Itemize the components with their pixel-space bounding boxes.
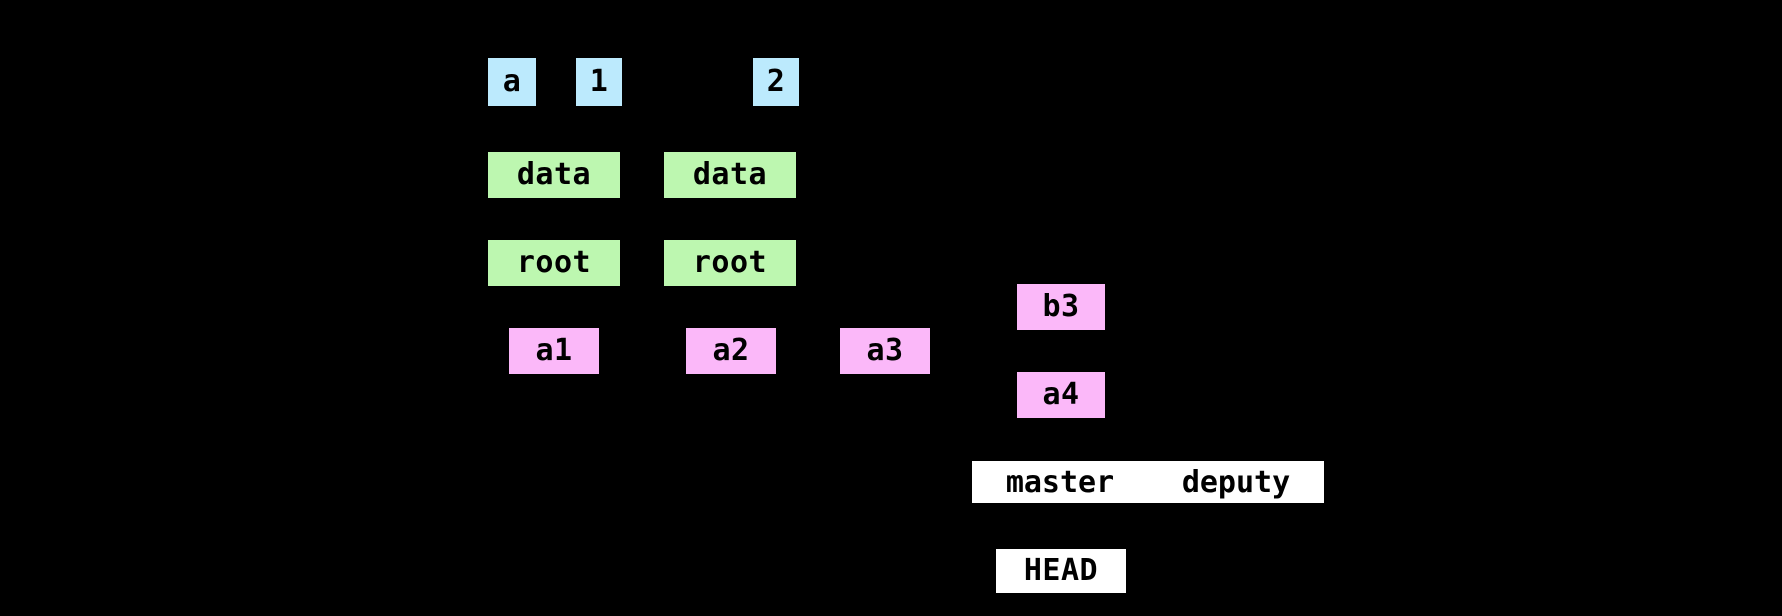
node-commit-a2[interactable]: a2 bbox=[686, 328, 776, 374]
node-commit-a1[interactable]: a1 bbox=[509, 328, 599, 374]
edge-deputy-b3 bbox=[1104, 329, 1237, 462]
edge-data2-a bbox=[534, 104, 691, 153]
head-box[interactable]: HEAD bbox=[996, 549, 1126, 593]
ref-table[interactable]: master deputy bbox=[972, 461, 1324, 503]
node-tree-root-2[interactable]: root bbox=[664, 240, 796, 286]
node-commit-a3[interactable]: a3 bbox=[840, 328, 930, 374]
node-tree-root-1[interactable]: root bbox=[488, 240, 620, 286]
node-tree-data-2[interactable]: data bbox=[664, 152, 796, 198]
edge-a3-root2 bbox=[795, 285, 886, 329]
edge-data2-2 bbox=[768, 105, 781, 153]
node-blob-a[interactable]: a bbox=[488, 58, 536, 106]
node-blob-1[interactable]: 1 bbox=[576, 58, 622, 106]
ref-deputy[interactable]: deputy bbox=[1181, 464, 1291, 500]
node-commit-b3[interactable]: b3 bbox=[1017, 284, 1105, 330]
edge-a4-a3 bbox=[929, 361, 1018, 396]
node-commit-a4[interactable]: a4 bbox=[1017, 372, 1105, 418]
node-tree-data-1[interactable]: data bbox=[488, 152, 620, 198]
node-blob-2[interactable]: 2 bbox=[753, 58, 799, 106]
ref-master[interactable]: master bbox=[1005, 464, 1115, 500]
